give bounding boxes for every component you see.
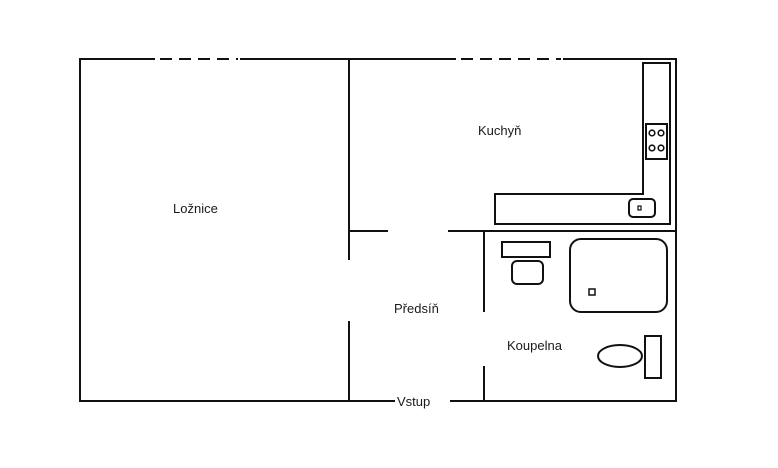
toilet-icon xyxy=(597,335,662,379)
room-label-bedroom: Ložnice xyxy=(173,201,218,216)
washbasin-icon xyxy=(501,241,551,285)
room-label-kitchen: Kuchyň xyxy=(478,123,521,138)
bathtub-icon xyxy=(569,238,668,313)
room-label-hallway: Předsíň xyxy=(394,301,439,316)
room-label-bathroom: Koupelna xyxy=(507,338,563,353)
cooktop-icon xyxy=(645,123,668,160)
interior-walls xyxy=(348,59,677,401)
entrance-label: Vstup xyxy=(397,394,430,409)
kitchen-counter xyxy=(494,62,671,225)
kitchen-sink-icon xyxy=(628,198,656,218)
